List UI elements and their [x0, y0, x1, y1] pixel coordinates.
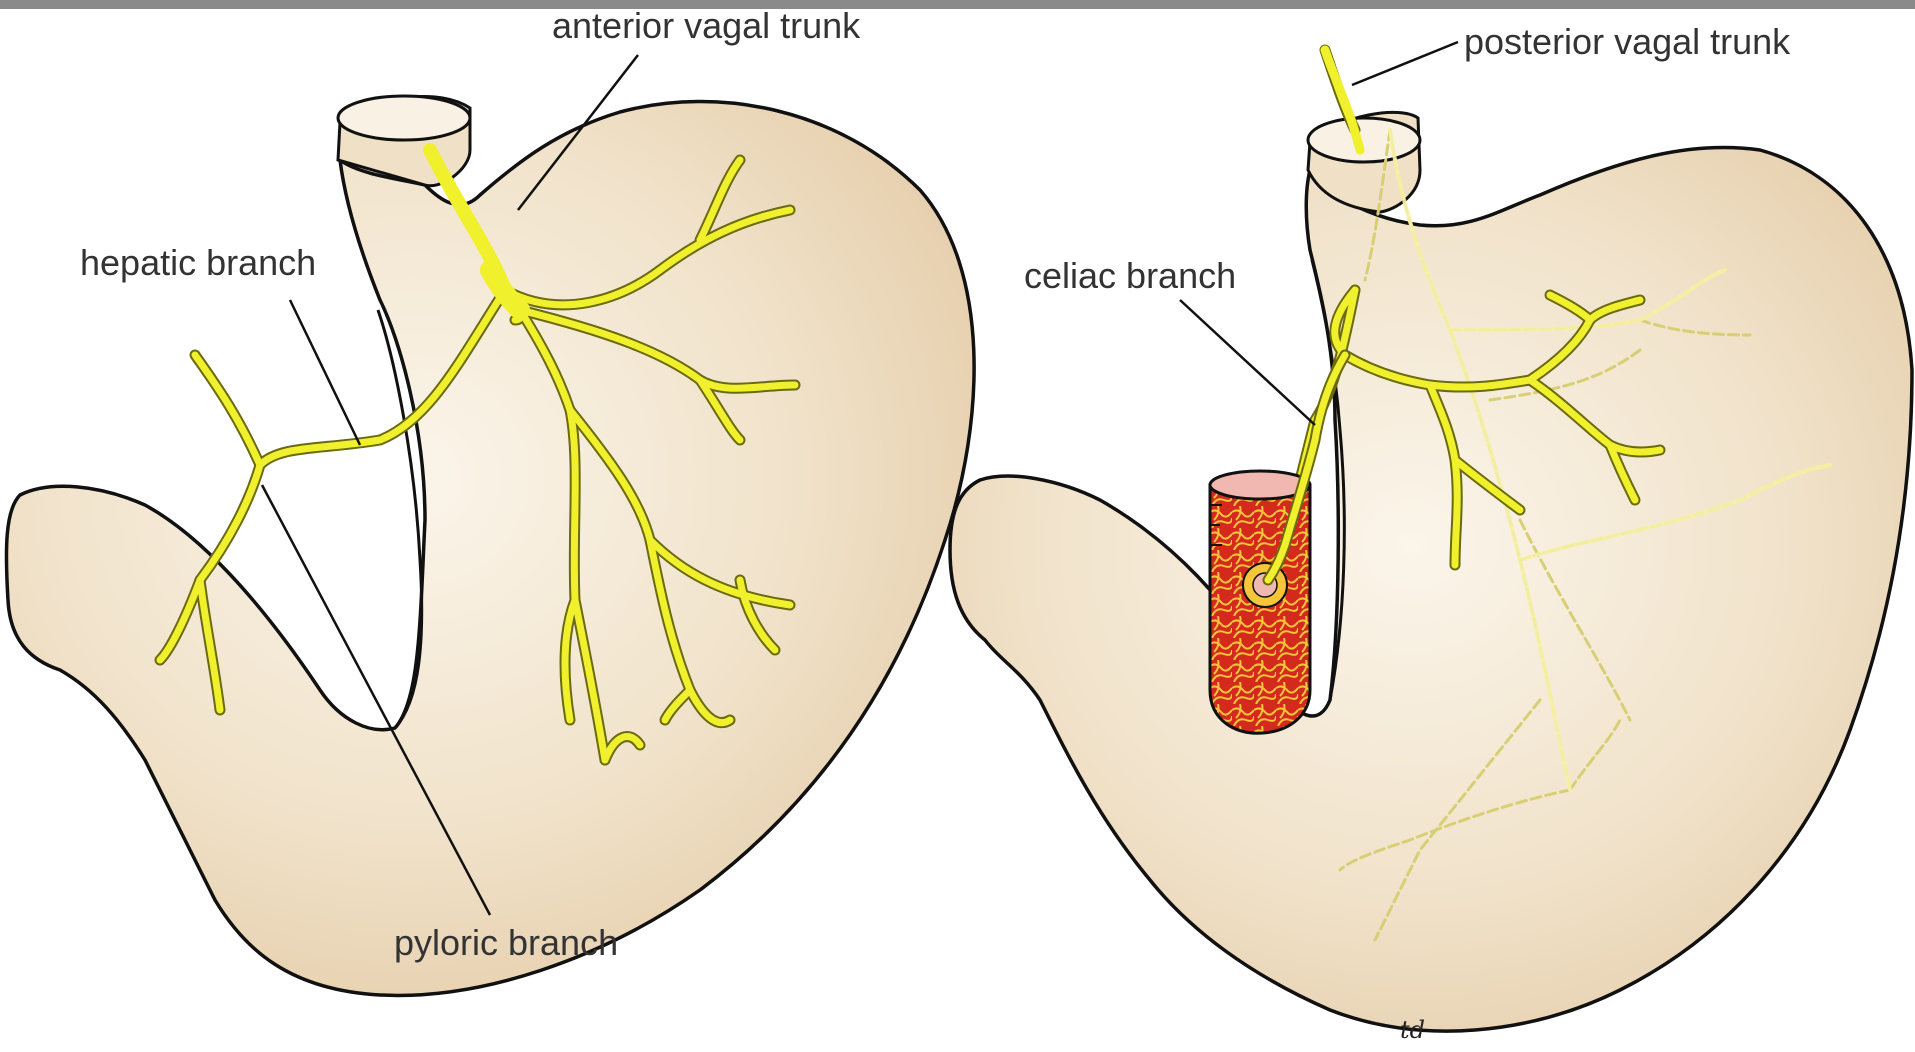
label-pyloric-branch: pyloric branch [394, 925, 618, 961]
leader-celiac-branch [1180, 300, 1315, 425]
leader-hepatic-branch [290, 300, 360, 445]
label-hepatic-branch: hepatic branch [80, 245, 316, 281]
label-posterior-vagal-trunk: posterior vagal trunk [1464, 24, 1790, 60]
label-anterior-vagal-trunk: anterior vagal trunk [552, 8, 860, 44]
leader-posterior-vagal-trunk [1352, 42, 1458, 85]
left-stomach [6, 96, 974, 995]
artist-initials: td [1400, 1018, 1425, 1042]
left-esophagus-opening [338, 96, 470, 140]
left-stomach-body [6, 102, 974, 996]
label-celiac-branch: celiac branch [1024, 258, 1236, 294]
right-stomach [950, 112, 1912, 1031]
right-esophagus-opening [1308, 118, 1420, 162]
